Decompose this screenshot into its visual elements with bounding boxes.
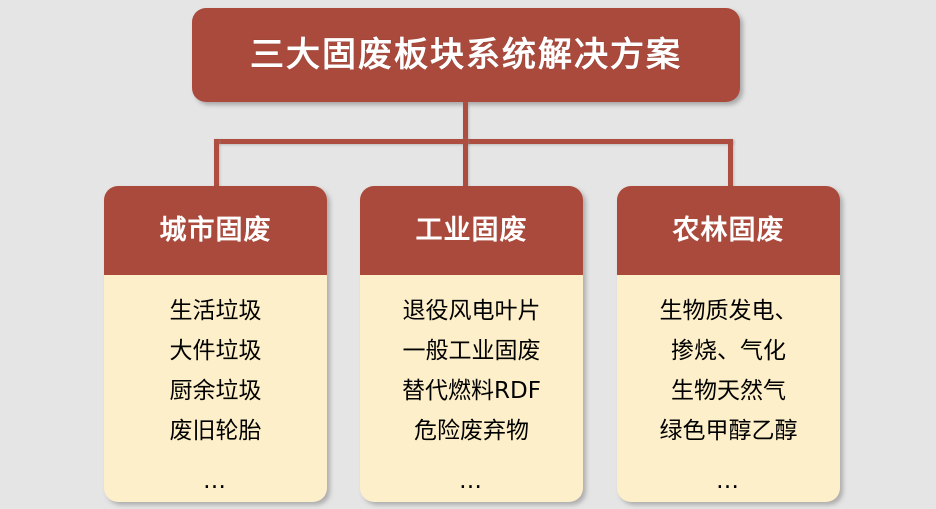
connector-drop-middle (463, 139, 468, 188)
list-item: 替代燃料RDF (402, 378, 541, 404)
connector-drop-right (728, 139, 733, 188)
connector-horizontal-bar (214, 139, 733, 144)
branch-card-body: 生活垃圾 大件垃圾 厨余垃圾 废旧轮胎 … (104, 275, 327, 502)
branch-card-body: 退役风电叶片 一般工业固废 替代燃料RDF 危险废弃物 … (360, 275, 583, 502)
list-item: 厨余垃圾 (169, 378, 262, 404)
list-item: 一般工业固废 (402, 338, 541, 364)
connector-stem (463, 102, 468, 144)
list-item: 生物质发电、 (659, 298, 798, 324)
branch-card-header: 城市固废 (104, 186, 327, 275)
list-item: 大件垃圾 (169, 338, 262, 364)
branch-card-title: 农林固废 (672, 215, 785, 246)
branch-card-title: 工业固废 (415, 215, 528, 246)
list-item-ellipsis: … (203, 468, 228, 494)
list-item: 掺烧、气化 (671, 338, 786, 364)
root-node-title: 三大固废板块系统解决方案 (250, 35, 682, 75)
branch-card-title: 城市固废 (159, 215, 272, 246)
list-item: 危险废弃物 (414, 418, 529, 444)
branch-card-body: 生物质发电、 掺烧、气化 生物天然气 绿色甲醇乙醇 … (617, 275, 840, 502)
branch-card-agroforestry: 农林固废 生物质发电、 掺烧、气化 生物天然气 绿色甲醇乙醇 … (617, 186, 840, 502)
list-item-ellipsis: … (459, 468, 484, 494)
list-item: 退役风电叶片 (402, 298, 541, 324)
branch-card-header: 工业固废 (360, 186, 583, 275)
root-node: 三大固废板块系统解决方案 (192, 8, 740, 102)
list-item: 废旧轮胎 (169, 418, 262, 444)
branch-card-industrial: 工业固废 退役风电叶片 一般工业固废 替代燃料RDF 危险废弃物 … (360, 186, 583, 502)
branch-card-header: 农林固废 (617, 186, 840, 275)
connector-drop-left (214, 139, 219, 188)
list-item-ellipsis: … (716, 468, 741, 494)
list-item: 绿色甲醇乙醇 (659, 418, 798, 444)
list-item: 生物天然气 (671, 378, 786, 404)
branch-card-municipal: 城市固废 生活垃圾 大件垃圾 厨余垃圾 废旧轮胎 … (104, 186, 327, 502)
list-item: 生活垃圾 (169, 298, 262, 324)
